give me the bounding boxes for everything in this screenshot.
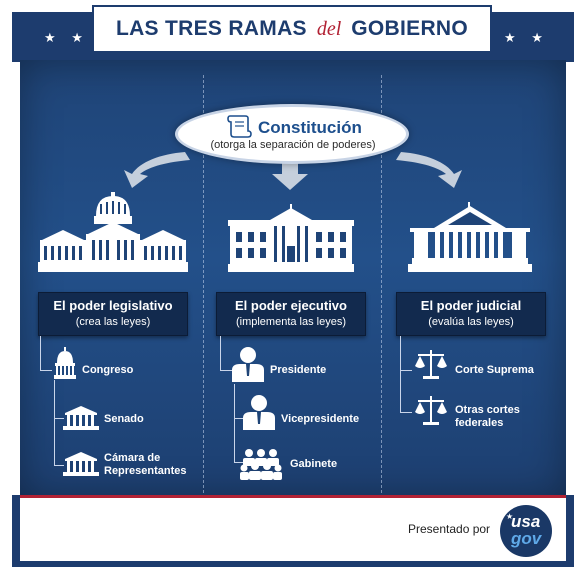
title-box: LAS TRES RAMAS del GOBIERNO: [92, 5, 492, 53]
item-otras-cortes-line2: federales: [455, 417, 504, 429]
footer-frame: [12, 495, 574, 567]
person-icon: [232, 347, 264, 382]
tree-line-judicial: [400, 336, 401, 412]
supreme-court-icon: [408, 202, 532, 272]
arrow-center: [272, 160, 308, 190]
item-presidente: Presidente: [270, 364, 327, 376]
tree-connector: [400, 370, 412, 371]
item-otras-cortes-line1: Otras cortes: [455, 404, 520, 416]
column-divider-1: [203, 75, 204, 493]
constitution-subtitle: (otorga la separación de poderes): [210, 139, 376, 151]
branch-legislative-role: (crea las leyes): [75, 316, 151, 328]
branch-legislative-name: El poder legislativo: [53, 298, 173, 313]
tree-connector: [54, 418, 64, 419]
scales-icon: [415, 396, 447, 425]
logo-star-icon: ★: [506, 512, 514, 521]
stars-right: ★ ★: [504, 30, 549, 45]
item-camara-line1: Cámara de: [104, 452, 161, 464]
branch-judicial-role: (evalúa las leyes): [428, 316, 514, 328]
capitol-dome-icon: [54, 347, 76, 379]
building-icon: [63, 406, 99, 430]
tree-line-congreso: [54, 380, 55, 466]
item-corte-suprema: Corte Suprema: [455, 364, 534, 376]
tree-connector: [54, 465, 64, 466]
column-divider-2: [381, 75, 382, 493]
building-icon: [63, 452, 99, 476]
scroll-icon: [227, 115, 252, 138]
branch-executive: El poder ejecutivo (implementa las leyes…: [216, 292, 366, 336]
item-senado: Senado: [104, 413, 144, 425]
page-title-connector: del: [316, 17, 342, 40]
constitution-oval: [175, 104, 409, 164]
branch-executive-name: El poder ejecutivo: [235, 298, 347, 313]
footer: [20, 495, 566, 565]
presented-by-text: Presentado por: [408, 522, 491, 536]
arrow-right: [396, 152, 462, 188]
branch-legislative: El poder legislativo (crea las leyes): [38, 292, 188, 336]
arrow-left: [124, 152, 190, 188]
constitution-title: Constitución: [258, 118, 362, 137]
tree-connector: [40, 370, 52, 371]
item-congreso: Congreso: [82, 364, 134, 376]
tree-connector: [234, 462, 244, 463]
distribution-arrows: [124, 152, 462, 190]
item-camara-line2: Representantes: [104, 465, 187, 477]
capitol-building-icon: [38, 192, 188, 272]
tree-line-presidente: [234, 384, 235, 462]
item-gabinete: Gabinete: [290, 458, 338, 470]
branch-judicial-name: El poder judicial: [420, 298, 522, 313]
scales-icon: [415, 350, 447, 379]
tree-line-legislative: [40, 336, 41, 370]
tree-connector: [400, 412, 412, 413]
tree-connector: [234, 418, 244, 419]
white-house-icon: [228, 204, 354, 272]
page-title-part2: GOBIERNO: [351, 17, 469, 40]
logo-gov-text: gov: [511, 529, 542, 548]
group-icon: [240, 449, 282, 480]
branch-judicial: El poder judicial (evalúa las leyes): [396, 292, 546, 336]
item-vicepresidente: Vicepresidente: [281, 413, 360, 425]
tree-line-executive: [220, 336, 221, 370]
stars-left: ★ ★: [44, 30, 89, 45]
logo-usa-text: usa: [511, 512, 541, 531]
usagov-logo[interactable]: [500, 505, 552, 557]
branch-executive-role: (implementa las leyes): [235, 316, 347, 328]
page-title-part1: LAS TRES RAMAS: [115, 17, 307, 40]
tree-connector: [220, 370, 232, 371]
person-icon: [243, 395, 275, 430]
